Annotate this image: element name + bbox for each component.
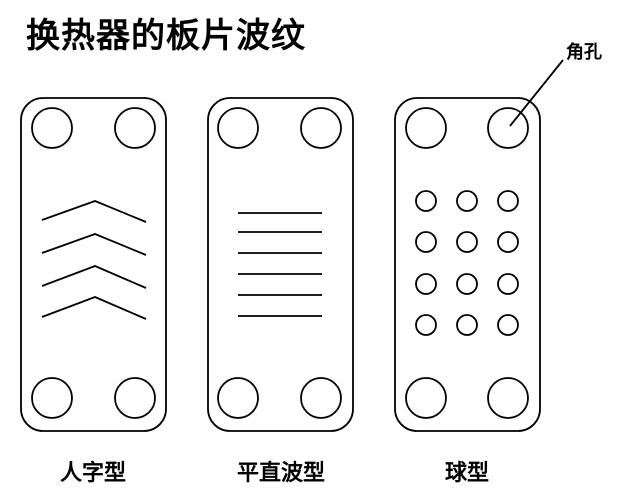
diagram-title: 换热器的板片波纹 [26, 16, 306, 56]
dimple [497, 231, 519, 253]
dimple [456, 190, 478, 212]
plate-chevron [20, 97, 167, 432]
chevron-corrugation [41, 265, 147, 289]
port-hole [31, 377, 73, 419]
port-hole [300, 377, 342, 419]
chevron-corrugation [41, 200, 147, 223]
plate-caption-chevron: 人字型 [59, 461, 127, 486]
plate-outline [207, 97, 354, 432]
port-hole [487, 107, 529, 149]
chevron-corrugation [41, 296, 147, 320]
port-hole [114, 107, 156, 149]
plate-caption-straight: 平直波型 [236, 461, 326, 486]
port-hole [31, 107, 73, 149]
plate-outline [394, 97, 541, 432]
plate-outline [20, 97, 167, 432]
chevron-corrugation [41, 233, 147, 256]
dimple [497, 190, 519, 212]
port-hole [114, 377, 156, 419]
port-hole [405, 377, 447, 419]
dimple [415, 190, 437, 212]
dimple [456, 314, 478, 336]
port-hole [217, 107, 259, 149]
plate-straight [207, 97, 354, 432]
plate-dimple [394, 97, 541, 432]
plate-caption-dimple: 球型 [444, 461, 490, 486]
dimple [456, 273, 478, 295]
dimple [497, 314, 519, 336]
dimple [415, 314, 437, 336]
port-hole-callout-label: 角孔 [566, 42, 602, 63]
port-hole [487, 377, 529, 419]
dimple [497, 273, 519, 295]
callout-leader-line [509, 59, 564, 127]
port-hole [217, 377, 259, 419]
port-hole [405, 107, 447, 149]
port-hole [300, 107, 342, 149]
dimple [415, 231, 437, 253]
dimple [415, 273, 437, 295]
dimple [456, 231, 478, 253]
